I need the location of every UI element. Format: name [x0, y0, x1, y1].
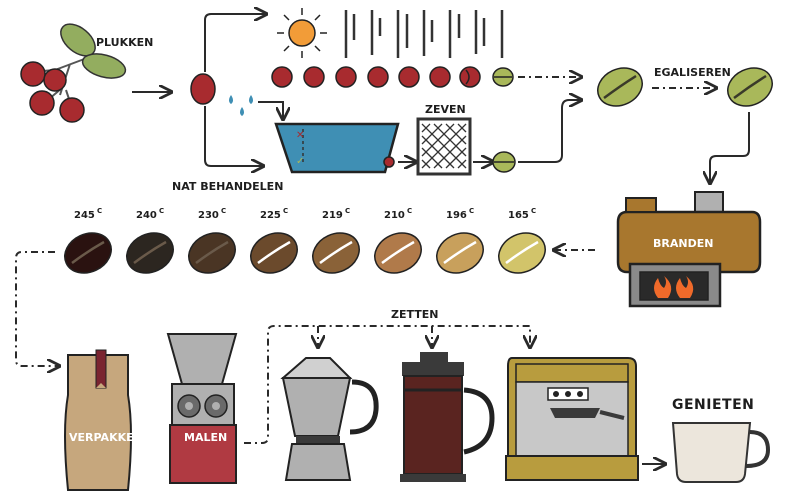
grinder-icon — [166, 333, 238, 484]
roast-level-bean-icon — [436, 232, 484, 274]
floating-cherry-icon — [383, 156, 395, 168]
washing-basin-icon: ✕ ✓ — [274, 122, 400, 174]
svg-text:✕: ✕ — [296, 130, 304, 141]
roast-temp-label: 210 — [384, 210, 405, 221]
sun-icon — [277, 8, 327, 58]
roast-temp-unit: C — [345, 207, 350, 215]
graded-bean-icon — [727, 67, 773, 107]
roast-temp-label: 225 — [260, 210, 281, 221]
roast-level-bean-icon — [312, 232, 360, 274]
water-to-basin-arrow — [258, 101, 283, 118]
pick-label: PLUKKEN — [96, 36, 153, 49]
roast-temp-label: 245 — [74, 210, 95, 221]
dry-path-arrow — [204, 14, 265, 72]
roast-label: BRANDEN — [653, 237, 713, 250]
roast-level-bean-icon — [64, 232, 112, 274]
coffee-bag-icon — [64, 349, 132, 491]
enjoy-label: GENIETEN — [672, 397, 754, 413]
cherry-icon — [190, 73, 216, 105]
roast-level-bean-icon — [188, 232, 236, 274]
coffee-cup-icon — [671, 422, 771, 483]
roast-temp-unit: C — [469, 207, 474, 215]
roast-temp-unit: C — [283, 207, 288, 215]
even-label: EGALISEREN — [654, 66, 731, 79]
roast-temp-label: 219 — [322, 210, 343, 221]
roast-level-bean-icon — [126, 232, 174, 274]
levels-to-pack-arrow — [15, 251, 58, 366]
green-bean-icon — [597, 67, 643, 107]
french-press-icon — [400, 352, 495, 482]
wet-path-arrow — [204, 106, 262, 166]
sieve-label: ZEVEN — [425, 103, 466, 116]
roast-level-bean-icon — [250, 232, 298, 274]
roast-temp-unit: C — [97, 207, 102, 215]
roast-level-bean-icon — [498, 232, 546, 274]
washed-bean-icon — [492, 151, 516, 173]
pack-label: VERPAKKEN — [69, 431, 143, 444]
grind-label: MALEN — [184, 431, 227, 444]
roast-temp-unit: C — [159, 207, 164, 215]
roast-temp-label: 240 — [136, 210, 157, 221]
drying-rain-icon — [344, 10, 504, 58]
water-drops-icon — [229, 95, 253, 116]
sieve-icon — [416, 117, 472, 176]
wet-to-green-arrow — [518, 100, 580, 163]
drying-cherries-row — [271, 66, 514, 88]
roast-temp-unit: C — [407, 207, 412, 215]
wet-process-label: NAT BEHANDELEN — [172, 180, 283, 193]
roast-level-bean-icon — [374, 232, 422, 274]
moka-pot-icon — [280, 357, 379, 481]
brew-label: ZETTEN — [391, 308, 438, 321]
cherry-branch-icon — [20, 23, 127, 123]
green-to-roaster-arrow — [710, 112, 750, 182]
roast-temp-unit: C — [531, 207, 536, 215]
roast-temp-label: 165 — [508, 210, 529, 221]
roaster-icon — [616, 191, 762, 308]
svg-text:✓: ✓ — [296, 156, 304, 167]
brew-path-arrow — [244, 325, 530, 444]
roast-temp-unit: C — [221, 207, 226, 215]
espresso-machine-icon — [505, 357, 639, 481]
roast-temp-label: 196 — [446, 210, 467, 221]
roast-temp-label: 230 — [198, 210, 219, 221]
